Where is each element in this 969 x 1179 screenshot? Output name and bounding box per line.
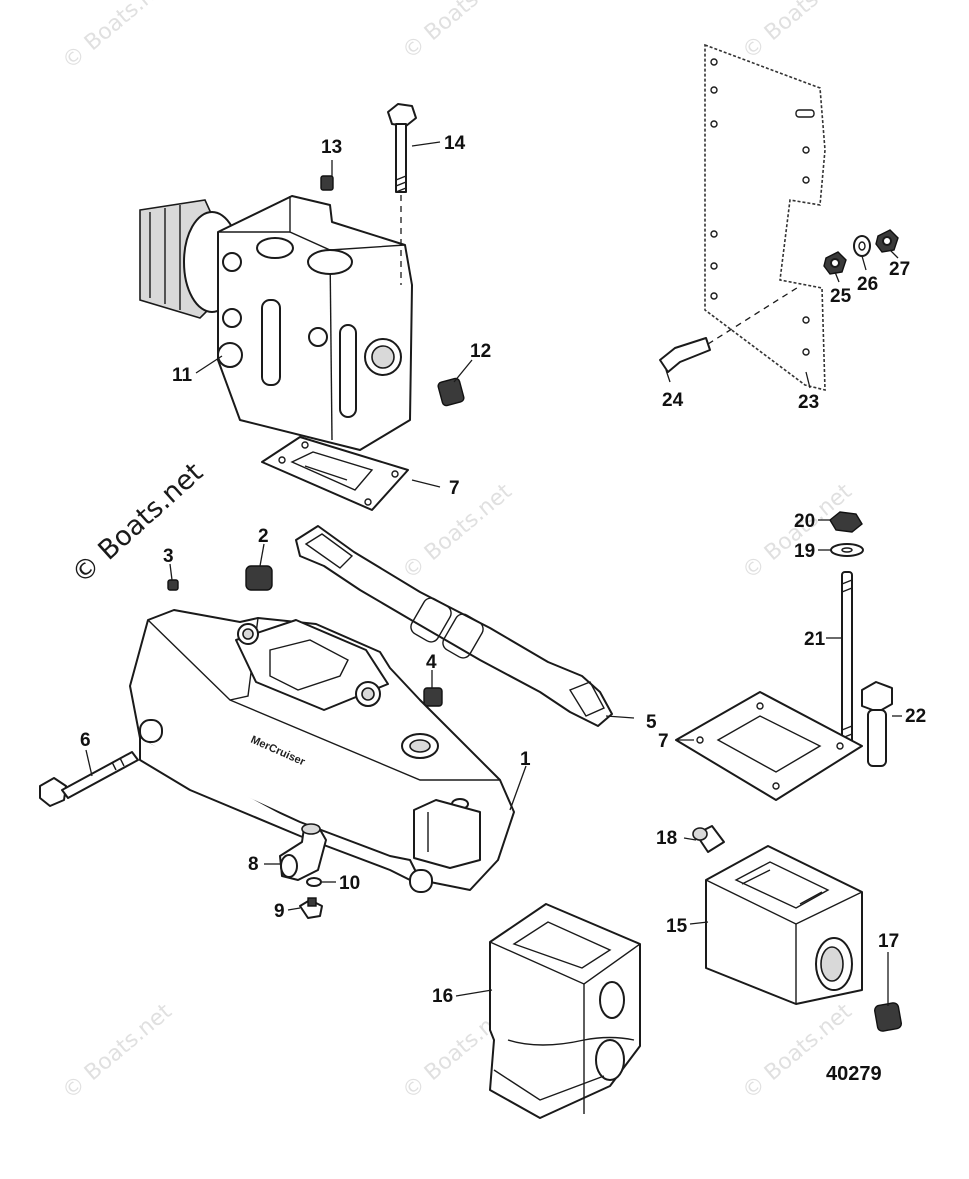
part-plug-17 <box>874 1002 902 1032</box>
callout-14: 14 <box>444 133 466 154</box>
callout-19: 19 <box>794 541 815 562</box>
part-mounting-plate-23 <box>704 43 826 392</box>
part-plug-4 <box>423 687 443 707</box>
callout-3: 3 <box>163 546 174 567</box>
figure-number: 40279 <box>826 1063 882 1085</box>
callout-11: 11 <box>172 365 193 386</box>
callout-23: 23 <box>798 392 819 413</box>
callout-15: 15 <box>666 916 688 937</box>
part-bolt-22 <box>861 681 893 767</box>
callout-4: 4 <box>426 652 437 673</box>
callout-5: 5 <box>646 712 657 733</box>
part-riser-15 <box>705 845 863 1005</box>
watermark: © Boats.net <box>58 0 177 75</box>
part-washer-19 <box>830 543 864 557</box>
part-bolt-24 <box>659 285 801 373</box>
callout-16: 16 <box>432 986 453 1007</box>
watermark: © Boats.net <box>58 999 177 1105</box>
callout-labels: 1 2 3 4 5 6 7 7 8 9 10 11 12 13 14 15 16… <box>80 133 926 1007</box>
part-stud-21 <box>841 571 853 747</box>
callout-6: 6 <box>80 730 91 751</box>
part-elbow-fitting-8 <box>279 823 327 881</box>
part-drain-nipple-9 <box>299 897 323 919</box>
callout-25: 25 <box>830 286 852 307</box>
callout-20: 20 <box>794 511 815 532</box>
callout-24: 24 <box>662 390 684 411</box>
callout-7-lower: 7 <box>658 731 669 752</box>
part-plug-13 <box>320 175 334 191</box>
part-plug-3 <box>167 579 179 591</box>
callout-10: 10 <box>339 873 360 894</box>
part-gasket-7-lower <box>675 691 863 801</box>
part-manifold-gasket-5 <box>295 525 613 727</box>
callout-21: 21 <box>804 629 826 650</box>
callout-18: 18 <box>656 828 677 849</box>
callout-27: 27 <box>889 259 910 280</box>
callout-26: 26 <box>857 274 878 295</box>
callout-12: 12 <box>470 341 491 362</box>
part-bolt-6 <box>39 751 139 807</box>
part-exhaust-manifold-1: MerCruiser <box>129 609 515 893</box>
watermark: © Boats.net <box>738 999 857 1105</box>
callout-8: 8 <box>248 854 259 875</box>
callout-1: 1 <box>520 749 531 770</box>
callout-17: 17 <box>878 931 899 952</box>
part-washer-26 <box>853 235 871 257</box>
part-elbow-assembly <box>139 195 413 451</box>
part-riser-16 <box>489 903 641 1119</box>
callout-9: 9 <box>274 901 285 922</box>
part-nut-27 <box>875 229 899 253</box>
watermark: © Boats.net <box>398 0 517 65</box>
callout-13: 13 <box>321 137 342 158</box>
part-gasket-7-upper <box>261 436 409 511</box>
callout-7-upper: 7 <box>449 478 460 499</box>
part-fitting-18 <box>692 825 725 853</box>
part-plug-2 <box>245 565 273 591</box>
watermark-main: © Boats.net <box>66 457 209 590</box>
callout-2: 2 <box>258 526 269 547</box>
callout-22: 22 <box>905 706 926 727</box>
part-nut-25 <box>823 251 847 275</box>
part-o-ring-10 <box>306 877 322 887</box>
part-nut-20 <box>829 511 863 533</box>
watermark: © Boats.net <box>738 0 857 65</box>
part-plug-12 <box>437 377 465 407</box>
part-bolt-14 <box>387 103 417 285</box>
leader-lines <box>85 141 902 1006</box>
